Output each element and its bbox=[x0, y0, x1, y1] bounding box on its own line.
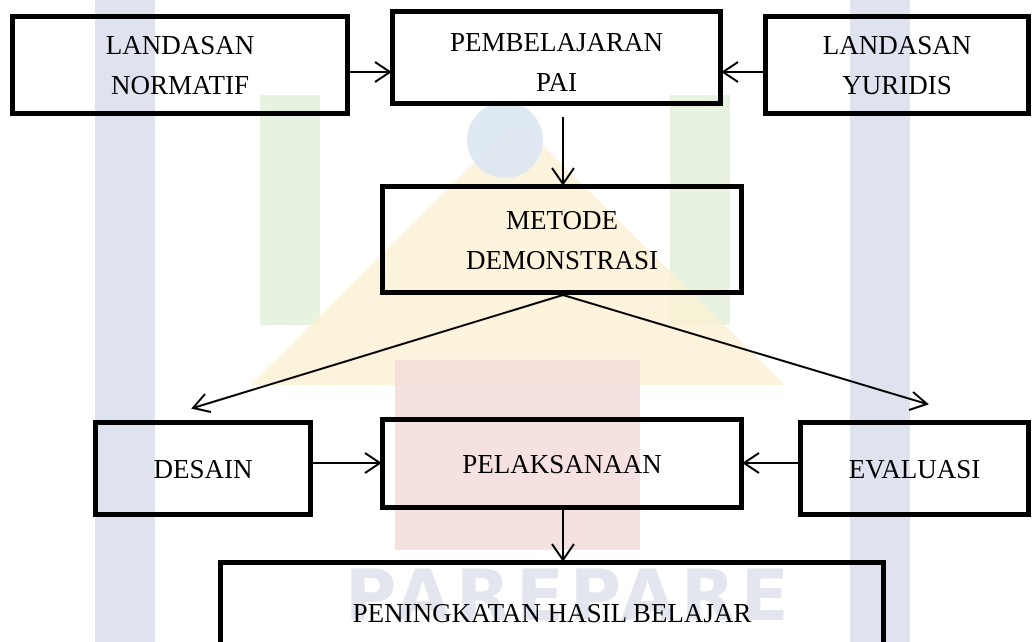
box-pelaksanaan: PELAKSANAAN bbox=[380, 417, 744, 510]
watermark-green-left bbox=[260, 95, 320, 325]
landasan-yuridis-line2: YURIDIS bbox=[842, 70, 952, 100]
peningkatan-label: PENINGKATAN HASIL BELAJAR bbox=[352, 598, 752, 628]
landasan-normatif-line2: NORMATIF bbox=[110, 70, 250, 100]
arrowhead-metode-to-desain bbox=[191, 393, 212, 413]
metode-demonstrasi-line1: METODE bbox=[506, 204, 618, 235]
pembelajaran-pai-line2: PAI bbox=[535, 67, 578, 97]
box-peningkatan-hasil-belajar: PENINGKATAN HASIL BELAJAR bbox=[218, 560, 886, 642]
box-metode-demonstrasi: METODE DEMONSTRASI bbox=[380, 184, 744, 295]
watermark-right-bar bbox=[850, 0, 910, 642]
watermark-text: PAREPARE bbox=[345, 555, 795, 637]
box-evaluasi: EVALUASI bbox=[798, 420, 1031, 517]
pelaksanaan-label: PELAKSANAAN bbox=[462, 448, 662, 479]
pembelajaran-pai-line1: PEMBELAJARAN bbox=[449, 27, 664, 57]
landasan-yuridis-line1: LANDASAN bbox=[822, 30, 972, 60]
arrowhead-metode-to-evaluasi bbox=[908, 391, 929, 411]
arrow-metode-to-desain bbox=[192, 294, 564, 409]
arrowhead-yuridis-to-pembelajaran bbox=[721, 61, 739, 83]
box-desain: DESAIN bbox=[93, 420, 313, 517]
desain-label: DESAIN bbox=[153, 453, 253, 484]
box-pembelajaran-pai: PEMBELAJARAN PAI bbox=[390, 9, 723, 106]
evaluasi-label: EVALUASI bbox=[848, 453, 981, 484]
box-landasan-normatif: LANDASAN NORMATIF bbox=[10, 14, 350, 116]
box-landasan-yuridis: LANDASAN YURIDIS bbox=[763, 14, 1031, 116]
landasan-normatif-line1: LANDASAN bbox=[105, 30, 255, 60]
watermark-left-bar bbox=[95, 0, 155, 642]
arrow-metode-to-evaluasi bbox=[562, 294, 928, 405]
metode-demonstrasi-line2: DEMONSTRASI bbox=[465, 244, 659, 275]
arrowhead-evaluasi-to-pelaksanaan bbox=[742, 452, 760, 474]
